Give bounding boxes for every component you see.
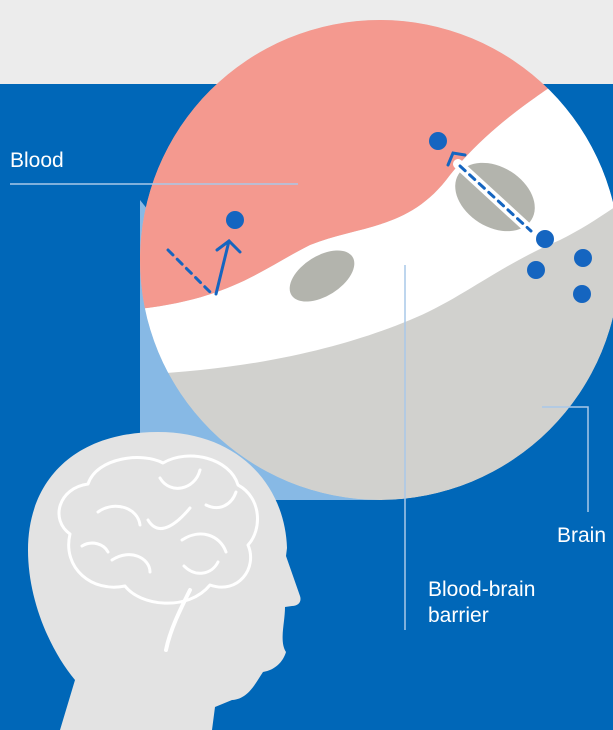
molecule-dot-icon [527,261,545,279]
blood-brain-barrier-label: Blood-brain barrier [428,577,535,629]
molecule-dot-icon [226,211,244,229]
blood-label: Blood [10,148,64,174]
brain-label: Brain [557,523,606,549]
barrier-label-line-2: barrier [428,603,535,629]
barrier-label-line-1: Blood-brain [428,577,535,603]
molecule-dot-icon [574,249,592,267]
molecule-dot-icon [536,230,554,248]
molecule-dot-icon [573,285,591,303]
molecule-dot-icon [429,132,447,150]
